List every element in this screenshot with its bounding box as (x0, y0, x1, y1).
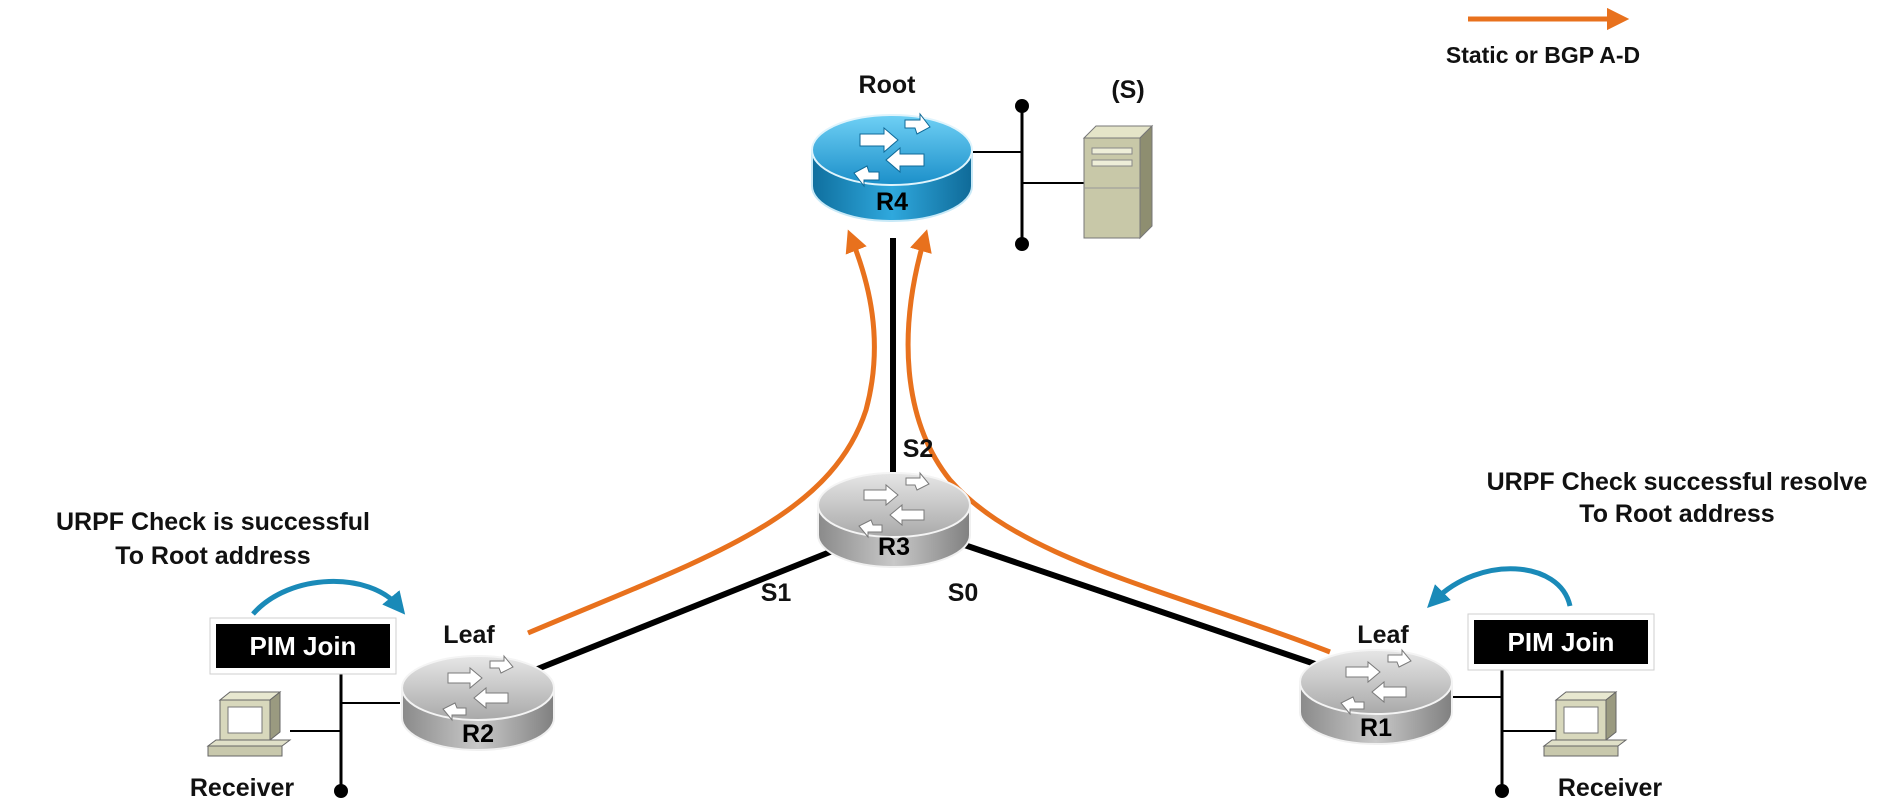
right-pim-join-box (1467, 613, 1655, 671)
left-urpf-line2: To Root address (115, 542, 310, 570)
router-arrows-icon (853, 112, 931, 188)
router-r4 (811, 112, 973, 222)
right-receiver-pc-icon (1542, 690, 1628, 757)
router-r1 (1299, 648, 1453, 745)
right-urpf-line2: To Root address (1579, 500, 1774, 528)
right-urpf-line1: URPF Check successful resolve (1487, 468, 1868, 496)
pim-arrow-right (1427, 566, 1573, 608)
right-receiver-label: Receiver (1558, 774, 1663, 801)
right-pim-join-label: PIM Join (1508, 627, 1615, 657)
legend-label: Static or BGP A-D (1446, 42, 1640, 68)
leaf-right-label: Leaf (1357, 621, 1409, 649)
router-r2 (401, 654, 555, 751)
left-urpf-line1: URPF Check is successful (56, 508, 370, 536)
interface-s0-label: S0 (948, 579, 979, 607)
source-lan-end-top (1015, 99, 1029, 113)
router-arrows-icon (858, 471, 930, 539)
interface-s2-label: S2 (903, 435, 934, 463)
leaf-left-label: Leaf (443, 621, 495, 649)
left-receiver-label: Receiver (190, 774, 295, 801)
router-arrows-icon (1340, 648, 1412, 716)
interface-s1-label: S1 (761, 579, 792, 607)
left-receiver-pc-icon (206, 690, 292, 757)
link-r3-r1 (934, 532, 1319, 668)
ad-path-r2-to-root (527, 229, 877, 636)
link-r3-r2 (518, 529, 882, 679)
router-arrows-icon (442, 654, 514, 722)
r3-label: R3 (878, 533, 910, 561)
right-lan-end (1495, 784, 1509, 798)
server-icon (1082, 124, 1154, 240)
router-r3 (817, 471, 971, 568)
r4-label: R4 (876, 188, 908, 216)
root-label: Root (859, 71, 917, 99)
source-lan-end-bottom (1015, 237, 1029, 251)
pim-arrow-left (251, 579, 406, 616)
r1-label: R1 (1360, 714, 1392, 742)
r2-label: R2 (462, 720, 494, 748)
source-label: (S) (1111, 76, 1144, 104)
left-pim-join-label: PIM Join (250, 631, 357, 661)
left-lan-end (334, 784, 348, 798)
left-pim-join-box (209, 617, 397, 675)
